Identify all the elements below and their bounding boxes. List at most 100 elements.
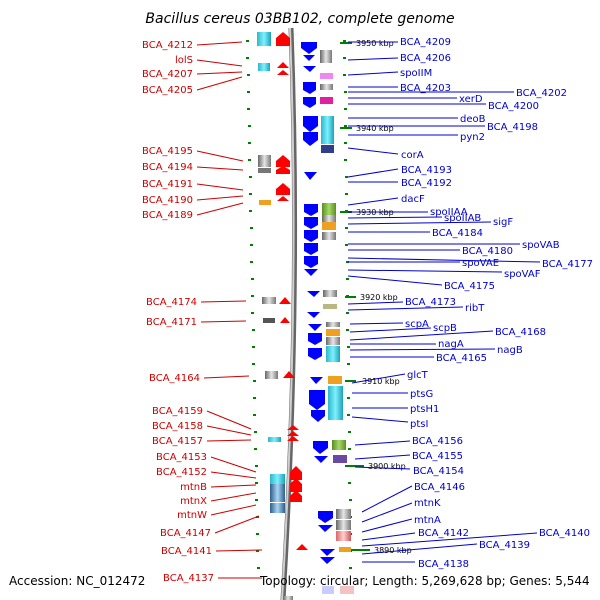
gene-arrow [277, 62, 289, 68]
gene-label[interactable]: BCA_4173 [405, 297, 456, 308]
gene-label[interactable]: spoIIAA [430, 207, 468, 218]
gene-label[interactable]: BCA_4155 [412, 451, 463, 462]
gene-arrow [304, 269, 318, 276]
gene-arrow [311, 410, 325, 422]
gene-label[interactable]: BCA_4153 [156, 452, 207, 463]
gene-box [336, 520, 351, 530]
tick-dot [255, 482, 258, 484]
accession-text: Accession: NC_012472 [9, 574, 145, 588]
gene-label[interactable]: BCA_4180 [462, 246, 513, 257]
gene-label[interactable]: BCA_4168 [495, 327, 546, 338]
gene-label[interactable]: BCA_4164 [149, 373, 200, 384]
gene-label[interactable]: mtnA [414, 515, 441, 526]
gene-label[interactable]: BCA_4157 [152, 436, 203, 447]
gene-label[interactable]: BCA_4192 [401, 178, 452, 189]
gene-label[interactable]: ribT [465, 303, 485, 314]
gene-label[interactable]: BCA_4141 [161, 546, 212, 557]
gene-label[interactable]: mtnX [180, 496, 207, 507]
gene-label[interactable]: BCA_4202 [516, 88, 567, 99]
leader-line [347, 57, 399, 61]
gene-label[interactable]: BCA_4200 [488, 101, 539, 112]
tick-dot [249, 176, 252, 178]
gene-label[interactable]: BCA_4203 [400, 83, 451, 94]
tick-dot [252, 346, 255, 348]
leader-line [196, 166, 244, 171]
leader-line [210, 504, 257, 516]
leader-line [210, 471, 257, 479]
gene-label[interactable]: BCA_4171 [146, 317, 197, 328]
gene-label[interactable]: BCA_4147 [160, 528, 211, 539]
gene-label[interactable]: spoIIM [400, 68, 432, 79]
left-tick-dots [246, 40, 260, 569]
gene-label[interactable]: mtnK [414, 498, 441, 509]
gene-label[interactable]: BCA_4212 [142, 40, 193, 51]
gene-arrow [308, 333, 322, 345]
gene-label[interactable]: BCA_4190 [142, 195, 193, 206]
tick-dot [253, 380, 256, 382]
gene-label[interactable]: BCA_4146 [414, 482, 465, 493]
gene-label[interactable]: nagA [438, 339, 464, 350]
gene-label[interactable]: scpA [405, 319, 429, 330]
gene-label[interactable]: BCA_4193 [401, 165, 452, 176]
gene-label[interactable]: BCA_4139 [479, 540, 530, 551]
gene-label[interactable]: BCA_4140 [539, 528, 590, 539]
gene-label[interactable]: pyn2 [460, 132, 485, 143]
gene-label[interactable]: nagB [497, 345, 523, 356]
gene-label[interactable]: ptsG [410, 389, 433, 400]
gene-label[interactable]: mtnB [180, 482, 207, 493]
gene-label[interactable]: dacF [401, 194, 425, 205]
kbp-label: 3900 kbp [368, 462, 406, 471]
gene-label[interactable]: BCA_4156 [412, 436, 463, 447]
gene-box [326, 322, 340, 327]
gene-box [321, 116, 334, 144]
gene-label[interactable]: BCA_4205 [142, 85, 193, 96]
tick-dot [255, 499, 258, 501]
gene-arrow [318, 525, 333, 532]
gene-label[interactable]: BCA_4175 [444, 281, 495, 292]
gene-label[interactable]: BCA_4206 [400, 53, 451, 64]
gene-label[interactable]: BCA_4194 [142, 162, 193, 173]
gene-label[interactable]: lolS [175, 55, 193, 66]
gene-label[interactable]: BCA_4154 [413, 466, 464, 477]
gene-label[interactable]: BCA_4177 [542, 259, 593, 270]
gene-label[interactable]: corA [401, 150, 424, 161]
tick-dot [347, 363, 350, 365]
gene-label[interactable]: spoIIAB [444, 213, 481, 224]
gene-label[interactable]: BCA_4159 [152, 406, 203, 417]
gene-label[interactable]: BCA_4174 [146, 297, 197, 308]
gene-label[interactable]: spoVAE [462, 258, 499, 269]
gene-label[interactable]: BCA_4209 [400, 37, 451, 48]
gene-label[interactable]: BCA_4142 [418, 528, 469, 539]
gene-label[interactable]: BCA_4207 [142, 69, 193, 80]
gene-arrow [314, 456, 328, 463]
gene-box [283, 596, 293, 600]
tick-dot [250, 261, 253, 263]
gene-label[interactable]: mtnW [177, 510, 207, 521]
gene-label[interactable]: BCA_4165 [436, 353, 487, 364]
gene-label[interactable]: BCA_4137 [163, 573, 214, 584]
gene-label[interactable]: glcT [407, 370, 429, 381]
gene-label[interactable]: BCA_4191 [142, 179, 193, 190]
gene-arrow [304, 230, 318, 242]
gene-label[interactable]: BCA_4189 [142, 210, 193, 221]
gene-label[interactable]: xerD [459, 94, 483, 105]
gene-label[interactable]: sigF [493, 217, 513, 228]
gene-label[interactable]: BCA_4152 [156, 467, 207, 478]
tick-dot [345, 244, 348, 246]
gene-label[interactable]: BCA_4184 [432, 228, 483, 239]
gene-label[interactable]: ptsH1 [410, 404, 439, 415]
tick-dot [346, 278, 349, 280]
leader-line [361, 518, 413, 533]
gene-label[interactable]: spoVAB [522, 240, 560, 251]
gene-label[interactable]: ptsI [410, 419, 428, 430]
gene-arrow [279, 297, 291, 304]
gene-label[interactable]: spoVAF [504, 269, 541, 280]
gene-label[interactable]: BCA_4138 [418, 559, 469, 570]
gene-label[interactable]: deoB [460, 114, 486, 125]
gene-label[interactable]: BCA_4158 [152, 421, 203, 432]
gene-label[interactable]: BCA_4195 [142, 146, 193, 157]
leader-line [196, 150, 244, 162]
gene-label[interactable]: scpB [433, 323, 457, 334]
gene-label[interactable]: BCA_4198 [487, 122, 538, 133]
gene-box [258, 155, 271, 167]
